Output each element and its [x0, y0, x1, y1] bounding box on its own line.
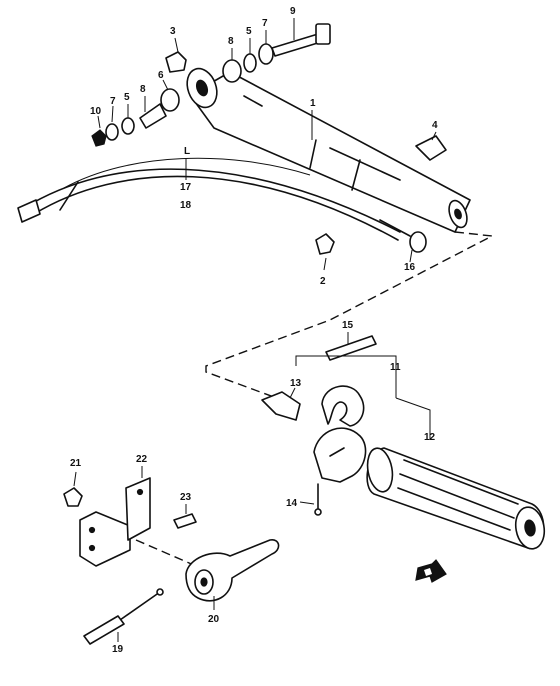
callout-8b: 8 [140, 84, 146, 95]
lever-dashed-line [135, 539, 197, 567]
callout-2: 2 [320, 276, 326, 287]
washer-5b [121, 117, 135, 135]
callout-19: 19 [112, 644, 124, 655]
callout-9: 9 [290, 6, 296, 17]
bolt [271, 23, 331, 57]
callout-7a: 7 [262, 18, 268, 29]
collar [139, 103, 167, 129]
callout-21: 21 [70, 458, 82, 469]
callout-5b: 5 [124, 92, 130, 103]
bracket-nut [63, 487, 83, 507]
callout-23: 23 [180, 492, 192, 503]
tapping-screw [173, 504, 197, 529]
throttle-shaft [379, 219, 411, 237]
speed-lever [185, 539, 280, 610]
callout-14: 14 [286, 498, 298, 509]
link-rod [83, 588, 164, 645]
nut [315, 233, 335, 255]
callout-3: 3 [170, 26, 176, 37]
callout-20: 20 [208, 614, 220, 625]
cam-piece [261, 391, 301, 421]
friction-plate [325, 335, 377, 361]
upper-leader-lines [97, 18, 437, 271]
washer-7b [105, 123, 119, 141]
grip-holder [313, 385, 367, 483]
cap-nut [165, 51, 187, 73]
mounting-bracket [79, 466, 151, 567]
assembly-dashed-line [205, 231, 495, 401]
cable-length-mark: L [184, 146, 190, 157]
grip-screw [299, 483, 322, 516]
throttle-cable [17, 157, 401, 241]
callout-1: 1 [310, 98, 316, 109]
throttle-grip [366, 447, 546, 550]
callout-15: 15 [342, 320, 354, 331]
spacer-8a [222, 59, 242, 83]
callout-12: 12 [424, 432, 436, 443]
washer-7a [258, 43, 274, 65]
callout-4: 4 [432, 120, 438, 131]
grommet [415, 135, 447, 161]
lock-nut [91, 129, 107, 147]
callout-18: 18 [180, 200, 192, 211]
callout-8a: 8 [228, 36, 234, 47]
callout-17: 17 [180, 182, 192, 193]
tiller-handle-housing [186, 67, 471, 233]
plug [409, 231, 427, 253]
callout-6: 6 [158, 70, 164, 81]
callout-22: 22 [136, 454, 148, 465]
callout-5a: 5 [246, 26, 252, 37]
bushing [160, 88, 180, 112]
washer-5a [243, 53, 257, 73]
callout-11: 11 [390, 362, 401, 373]
callout-7b: 7 [110, 96, 116, 107]
callout-10: 10 [90, 106, 102, 117]
callout-13: 13 [290, 378, 302, 389]
front-direction-arrow-icon [415, 559, 447, 583]
callout-16: 16 [404, 262, 416, 273]
